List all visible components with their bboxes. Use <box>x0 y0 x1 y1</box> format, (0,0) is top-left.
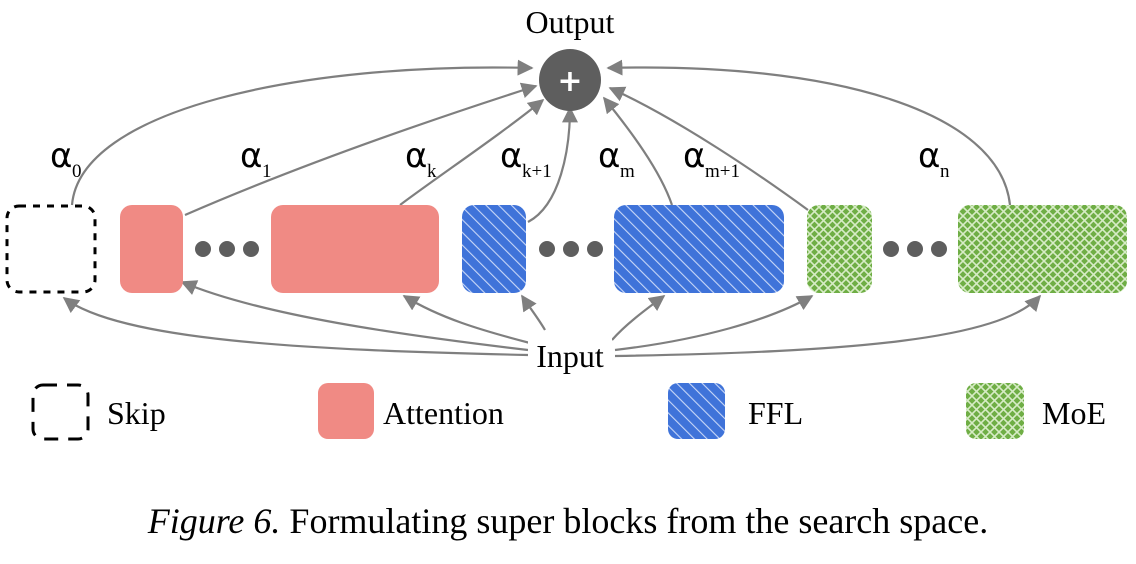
input-label-bg <box>528 338 612 376</box>
legend: Skip Attention FFL MoE <box>31 383 1106 441</box>
legend-item-moe: MoE <box>966 383 1106 439</box>
edge-input-to-ffl-large <box>611 295 666 341</box>
svg-text:n: n <box>940 161 950 182</box>
legend-moe-swatch <box>966 383 1024 439</box>
svg-text:α: α <box>683 136 705 176</box>
alpha-0-label: α 0 <box>50 136 82 182</box>
edge-input-to-skip <box>62 297 529 357</box>
edge-attn-small-to-output <box>184 82 538 217</box>
alpha-1-label: α 1 <box>240 136 272 182</box>
input-label: Input <box>536 338 604 374</box>
alpha-m-label: α m <box>598 136 635 182</box>
ellipsis-moe <box>883 241 947 257</box>
alpha-k-label: α k <box>405 136 437 182</box>
svg-text:α: α <box>240 136 262 176</box>
edge-input-to-attn-large <box>402 295 531 345</box>
plus-icon: + <box>557 64 582 99</box>
legend-item-skip: Skip <box>31 383 166 441</box>
svg-text:m: m <box>620 161 635 182</box>
edge-moe-small-to-output <box>608 86 809 211</box>
edge-input-to-moe-large <box>614 294 1042 358</box>
svg-text:α: α <box>405 136 427 176</box>
svg-text:α: α <box>918 136 940 176</box>
alpha-k-plus-1-label: α k+1 <box>500 136 552 182</box>
svg-text:0: 0 <box>72 161 82 182</box>
super-block-diagram: + Output Input α 0 α 1 α k α k+1 α m α m… <box>5 4 1127 441</box>
edge-input-to-moe-small <box>614 295 814 352</box>
figure-label: Figure 6. <box>147 501 281 541</box>
figure-caption: Figure 6. Formulating super blocks from … <box>0 500 1136 542</box>
legend-attention-swatch <box>318 383 374 439</box>
legend-moe-label: MoE <box>1042 395 1106 431</box>
legend-ffl-label: FFL <box>748 395 803 431</box>
svg-text:α: α <box>598 136 620 176</box>
moe-block-small <box>807 205 872 293</box>
alpha-m-plus-1-label: α m+1 <box>683 136 740 182</box>
legend-skip-swatch <box>31 383 90 441</box>
attention-block-large <box>271 205 439 293</box>
ellipsis-ffl <box>539 241 603 257</box>
ffl-block-large <box>614 205 784 293</box>
svg-text:m+1: m+1 <box>705 161 740 182</box>
ellipsis-attention <box>195 241 259 257</box>
legend-item-attention: Attention <box>318 383 504 439</box>
legend-skip-label: Skip <box>107 395 166 431</box>
alpha-n-label: α n <box>918 136 950 182</box>
output-connections <box>70 59 1012 223</box>
edge-ffl-large-to-output <box>602 96 674 206</box>
legend-ffl-swatch <box>668 383 725 439</box>
edge-attn-large-to-output <box>399 98 545 206</box>
edge-input-to-ffl-small <box>521 294 546 331</box>
svg-text:k+1: k+1 <box>522 161 552 182</box>
edge-skip-to-output <box>70 59 534 206</box>
svg-text:α: α <box>50 136 72 176</box>
svg-text:k: k <box>427 161 437 182</box>
output-label: Output <box>526 4 615 40</box>
input-connections <box>62 280 1042 358</box>
ffl-block-small <box>462 205 526 293</box>
moe-block-large <box>958 205 1127 293</box>
alpha-labels: α 0 α 1 α k α k+1 α m α m+1 α n <box>50 136 950 182</box>
svg-text:1: 1 <box>262 161 272 182</box>
skip-block <box>5 204 97 294</box>
attention-block-small <box>120 205 183 293</box>
edge-moe-large-to-output <box>606 59 1012 206</box>
output-sum-node <box>539 49 601 111</box>
legend-item-ffl: FFL <box>668 383 803 439</box>
edge-ffl-small-to-output <box>527 106 578 223</box>
legend-attention-label: Attention <box>383 395 504 431</box>
svg-text:α: α <box>500 136 522 176</box>
edge-input-to-attn-small <box>180 280 529 352</box>
caption-text: Formulating super blocks from the search… <box>289 501 989 541</box>
